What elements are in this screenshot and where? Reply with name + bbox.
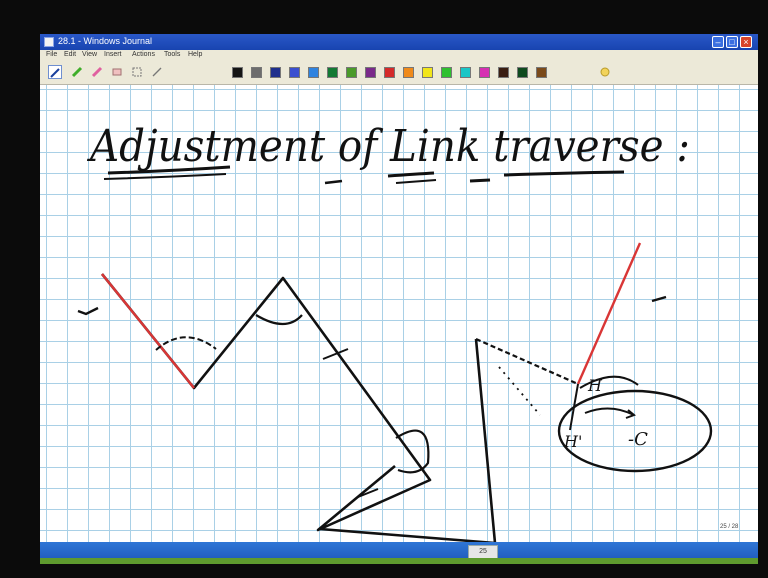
pen-color-swatch[interactable] (270, 67, 281, 78)
pen-toolbar (40, 62, 758, 85)
pen-color-swatch[interactable] (460, 67, 471, 78)
menu-view[interactable]: View (82, 51, 98, 58)
journal-window: 28.1 - Windows Journal – □ × File Edit V… (40, 34, 758, 564)
heading-underline-1 (107, 165, 231, 175)
menu-help[interactable]: Help (188, 51, 203, 58)
pen-options-button[interactable] (598, 65, 612, 79)
pen-color-swatch[interactable] (232, 67, 243, 78)
handwritten-ink-layer: Adjustment of Link traverse : (77, 121, 713, 542)
title-bar[interactable]: 28.1 - Windows Journal – □ × (40, 34, 758, 50)
pen-color-swatch[interactable] (289, 67, 300, 78)
pen-color-swatch[interactable] (308, 67, 319, 78)
eraser-button[interactable] (110, 65, 124, 79)
label-h: H (587, 376, 603, 395)
note-heading: Adjustment of Link traverse : (86, 121, 690, 172)
pen-color-swatch[interactable] (365, 67, 376, 78)
heading-underline-2 (103, 173, 227, 180)
right-triangle-leg (319, 338, 497, 542)
heading-underline-3 (324, 179, 343, 185)
pen-icon (50, 68, 60, 78)
journal-app-icon (44, 37, 54, 47)
line-tool-button[interactable] (150, 65, 164, 79)
red-end-leg (576, 242, 642, 385)
pen-color-swatch[interactable] (536, 67, 547, 78)
close-button[interactable]: × (740, 36, 752, 48)
pen-color-swatch[interactable] (517, 67, 528, 78)
heading-underline-6 (469, 178, 491, 183)
pen-color-swatch[interactable] (479, 67, 490, 78)
pen-color-swatch[interactable] (422, 67, 433, 78)
lasso-select-icon (132, 67, 142, 77)
menu-actions[interactable]: Actions (132, 51, 155, 58)
pen-options-icon (600, 67, 610, 77)
station-tick-1 (322, 348, 349, 360)
pen-color-swatch[interactable] (403, 67, 414, 78)
angle-arc-1 (155, 336, 217, 351)
minimize-button[interactable]: – (712, 36, 724, 48)
close-icon: × (743, 37, 749, 47)
red-start-leg (101, 273, 195, 389)
menu-insert[interactable]: Insert (104, 51, 122, 58)
label-c: -C (628, 429, 648, 450)
maximize-icon: □ (729, 37, 735, 47)
page-indicator: 25 / 28 (720, 524, 739, 530)
label-h-prime: H' (563, 432, 582, 451)
pen-color-swatch[interactable] (327, 67, 338, 78)
pen-tool-button[interactable] (48, 65, 62, 79)
eraser-icon (112, 68, 122, 76)
lasso-select-button[interactable] (130, 65, 144, 79)
pen-color-swatch[interactable] (441, 67, 452, 78)
menu-bar: File Edit View Insert Actions Tools Help (40, 50, 758, 62)
angle-arc-2 (255, 314, 303, 326)
closure-ellipse (557, 389, 713, 473)
note-canvas[interactable]: Adjustment of Link traverse : (40, 85, 758, 542)
pen-color-swatch[interactable] (384, 67, 395, 78)
left-traverse-polyline (100, 273, 432, 532)
window-title: 28.1 - Windows Journal (58, 36, 153, 46)
line-tool-icon (152, 67, 162, 77)
maximize-button[interactable]: □ (726, 36, 738, 48)
heading-underline-7 (503, 170, 625, 177)
menu-file[interactable]: File (46, 51, 58, 58)
heading-underline-5 (395, 179, 437, 184)
closure-vertical-line (569, 383, 579, 431)
dashed-closing-line (475, 337, 579, 386)
pink-highlighter-button[interactable] (90, 65, 104, 79)
closure-arrow-arc (584, 407, 635, 416)
pen-color-swatch[interactable] (251, 67, 262, 78)
taskbar: 25 (40, 542, 758, 564)
highlighter-green-icon (71, 66, 83, 78)
angle-arc-3 (395, 429, 430, 474)
status-strip (40, 558, 758, 564)
start-tick-mark (77, 306, 99, 316)
closure-arrow-head (625, 409, 636, 419)
pen-color-swatch[interactable] (498, 67, 509, 78)
dotted-guide-line (498, 366, 541, 416)
end-tick-mark (651, 295, 667, 303)
minimize-icon: – (715, 37, 721, 47)
closure-arc-top (579, 375, 639, 389)
highlighter-pink-icon (91, 66, 103, 78)
green-highlighter-button[interactable] (70, 65, 84, 79)
page-scroll-thumb[interactable]: 25 (468, 545, 498, 559)
menu-edit[interactable]: Edit (64, 51, 77, 58)
pen-color-swatch[interactable] (346, 67, 357, 78)
menu-tools[interactable]: Tools (164, 51, 181, 58)
station-tick-2 (357, 488, 379, 498)
heading-underline-4 (387, 171, 435, 178)
